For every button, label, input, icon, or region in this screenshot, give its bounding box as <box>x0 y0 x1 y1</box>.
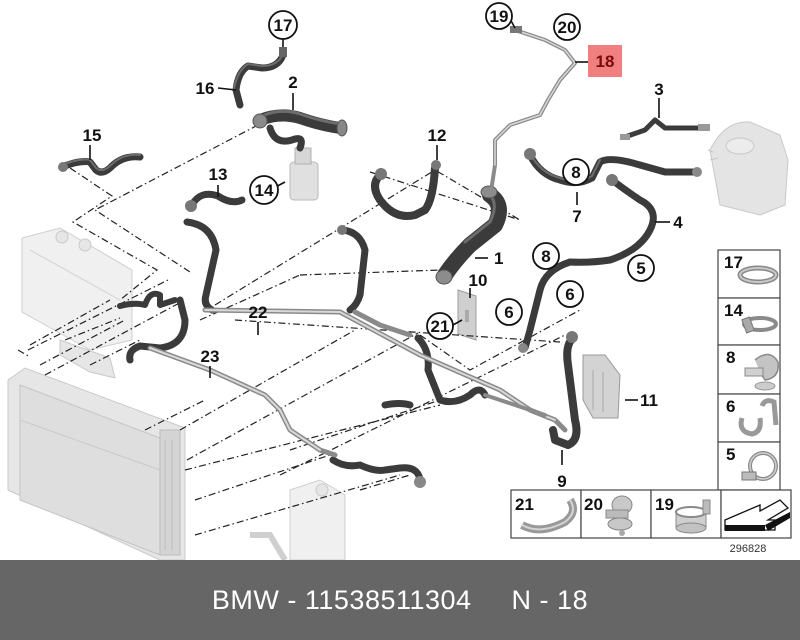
callout-5: 5 <box>636 259 645 278</box>
legend-5-label: 5 <box>726 445 735 464</box>
hose-2 <box>252 109 348 152</box>
direction-arrow-icon <box>724 499 790 531</box>
legend-14-label: 14 <box>724 301 743 320</box>
clip-icon <box>744 353 779 391</box>
legend-bottom: 21 20 19 296828 <box>510 489 792 555</box>
assembly-lines <box>17 124 581 536</box>
callout-4: 4 <box>673 213 683 232</box>
holder-clip-icon <box>605 495 633 536</box>
hose-1 <box>435 185 507 285</box>
part-info-footer: BMW - 11538511304 N - 18 <box>0 560 800 640</box>
spring-clamp-icon <box>741 451 778 481</box>
part-info-text: BMW - 11538511304 N - 18 <box>211 584 589 615</box>
bracket-11 <box>582 354 621 419</box>
legend-19-label: 19 <box>655 495 674 514</box>
hose-left-u <box>117 218 220 364</box>
callout-17-circle <box>268 10 298 40</box>
callout-18: 18 <box>596 52 615 71</box>
callout-10: 10 <box>469 271 488 290</box>
callout-1: 1 <box>494 249 503 268</box>
hose-3 <box>620 117 710 140</box>
hose-4-5-6 <box>518 174 657 353</box>
callout-21-circle <box>426 312 454 340</box>
callout-19-circle <box>485 2 513 30</box>
water-pump-14 <box>289 147 319 201</box>
callout-7: 7 <box>572 207 581 226</box>
band-clamp-icon <box>675 499 711 534</box>
hose-13 <box>185 190 246 212</box>
callout-8b-circle <box>532 242 560 270</box>
legend-20-label: 20 <box>584 495 603 514</box>
radiator-main <box>7 367 186 560</box>
callout-2: 2 <box>288 73 297 92</box>
radiator-upper-left <box>21 227 133 351</box>
callout-18-highlight <box>588 45 622 77</box>
callout-13: 13 <box>209 165 228 184</box>
callout-6a: 6 <box>565 285 574 304</box>
legend-8-label: 8 <box>726 348 735 367</box>
callout-8b: 8 <box>541 247 550 266</box>
hose-clamp-tab-icon <box>741 316 778 334</box>
callout-15: 15 <box>83 126 102 145</box>
hose-mid-s <box>337 225 369 314</box>
callout-12: 12 <box>428 126 447 145</box>
callout-9: 9 <box>557 472 566 491</box>
legend-right: 17 14 8 6 5 <box>717 249 781 491</box>
parts-diagram: 17 16 2 15 12 13 14 19 20 18 3 8 7 4 8 5… <box>7 2 792 560</box>
bracket-strap-icon <box>520 497 578 534</box>
hose-15 <box>58 153 144 176</box>
callout-20: 20 <box>558 18 577 37</box>
pipe-18 <box>490 26 577 187</box>
callouts: 17 16 2 15 12 13 14 19 20 18 3 8 7 4 8 5… <box>83 2 683 491</box>
legend-21-label: 21 <box>515 495 534 514</box>
diagram-number: 296828 <box>730 543 767 555</box>
callout-6b-circle <box>495 298 523 326</box>
callout-14-circle <box>249 175 279 205</box>
bracket-10 <box>457 289 477 341</box>
hose-12 <box>371 160 441 220</box>
callout-23: 23 <box>201 347 220 366</box>
callout-3: 3 <box>654 80 663 99</box>
callout-5-circle <box>627 254 655 282</box>
callout-19: 19 <box>490 7 509 26</box>
double-clip-icon <box>738 398 779 437</box>
callout-6b: 6 <box>504 303 513 322</box>
callout-6a-circle <box>556 280 584 308</box>
callout-11: 11 <box>640 391 658 410</box>
legend-6-label: 6 <box>726 397 735 416</box>
callout-22: 22 <box>249 303 268 322</box>
hose-lower <box>329 456 426 488</box>
callout-16: 16 <box>196 79 215 98</box>
expansion-tank <box>707 121 789 216</box>
hose-lower-center <box>381 334 489 409</box>
lower-bracket-left <box>59 339 116 379</box>
radiator-lower-center <box>250 479 346 560</box>
legend-17-label: 17 <box>724 253 743 272</box>
callout-20-circle <box>553 13 581 41</box>
hose-16 <box>232 47 287 109</box>
callout-17: 17 <box>274 16 293 35</box>
callout-14: 14 <box>255 181 274 200</box>
callout-8a: 8 <box>571 163 580 182</box>
diagram-canvas: 17 16 2 15 12 13 14 19 20 18 3 8 7 4 8 5… <box>7 2 792 560</box>
hose-9 <box>549 331 581 449</box>
callout-21: 21 <box>431 317 450 336</box>
callout-8a-circle <box>562 158 590 186</box>
hose-clamp-icon <box>737 265 779 285</box>
